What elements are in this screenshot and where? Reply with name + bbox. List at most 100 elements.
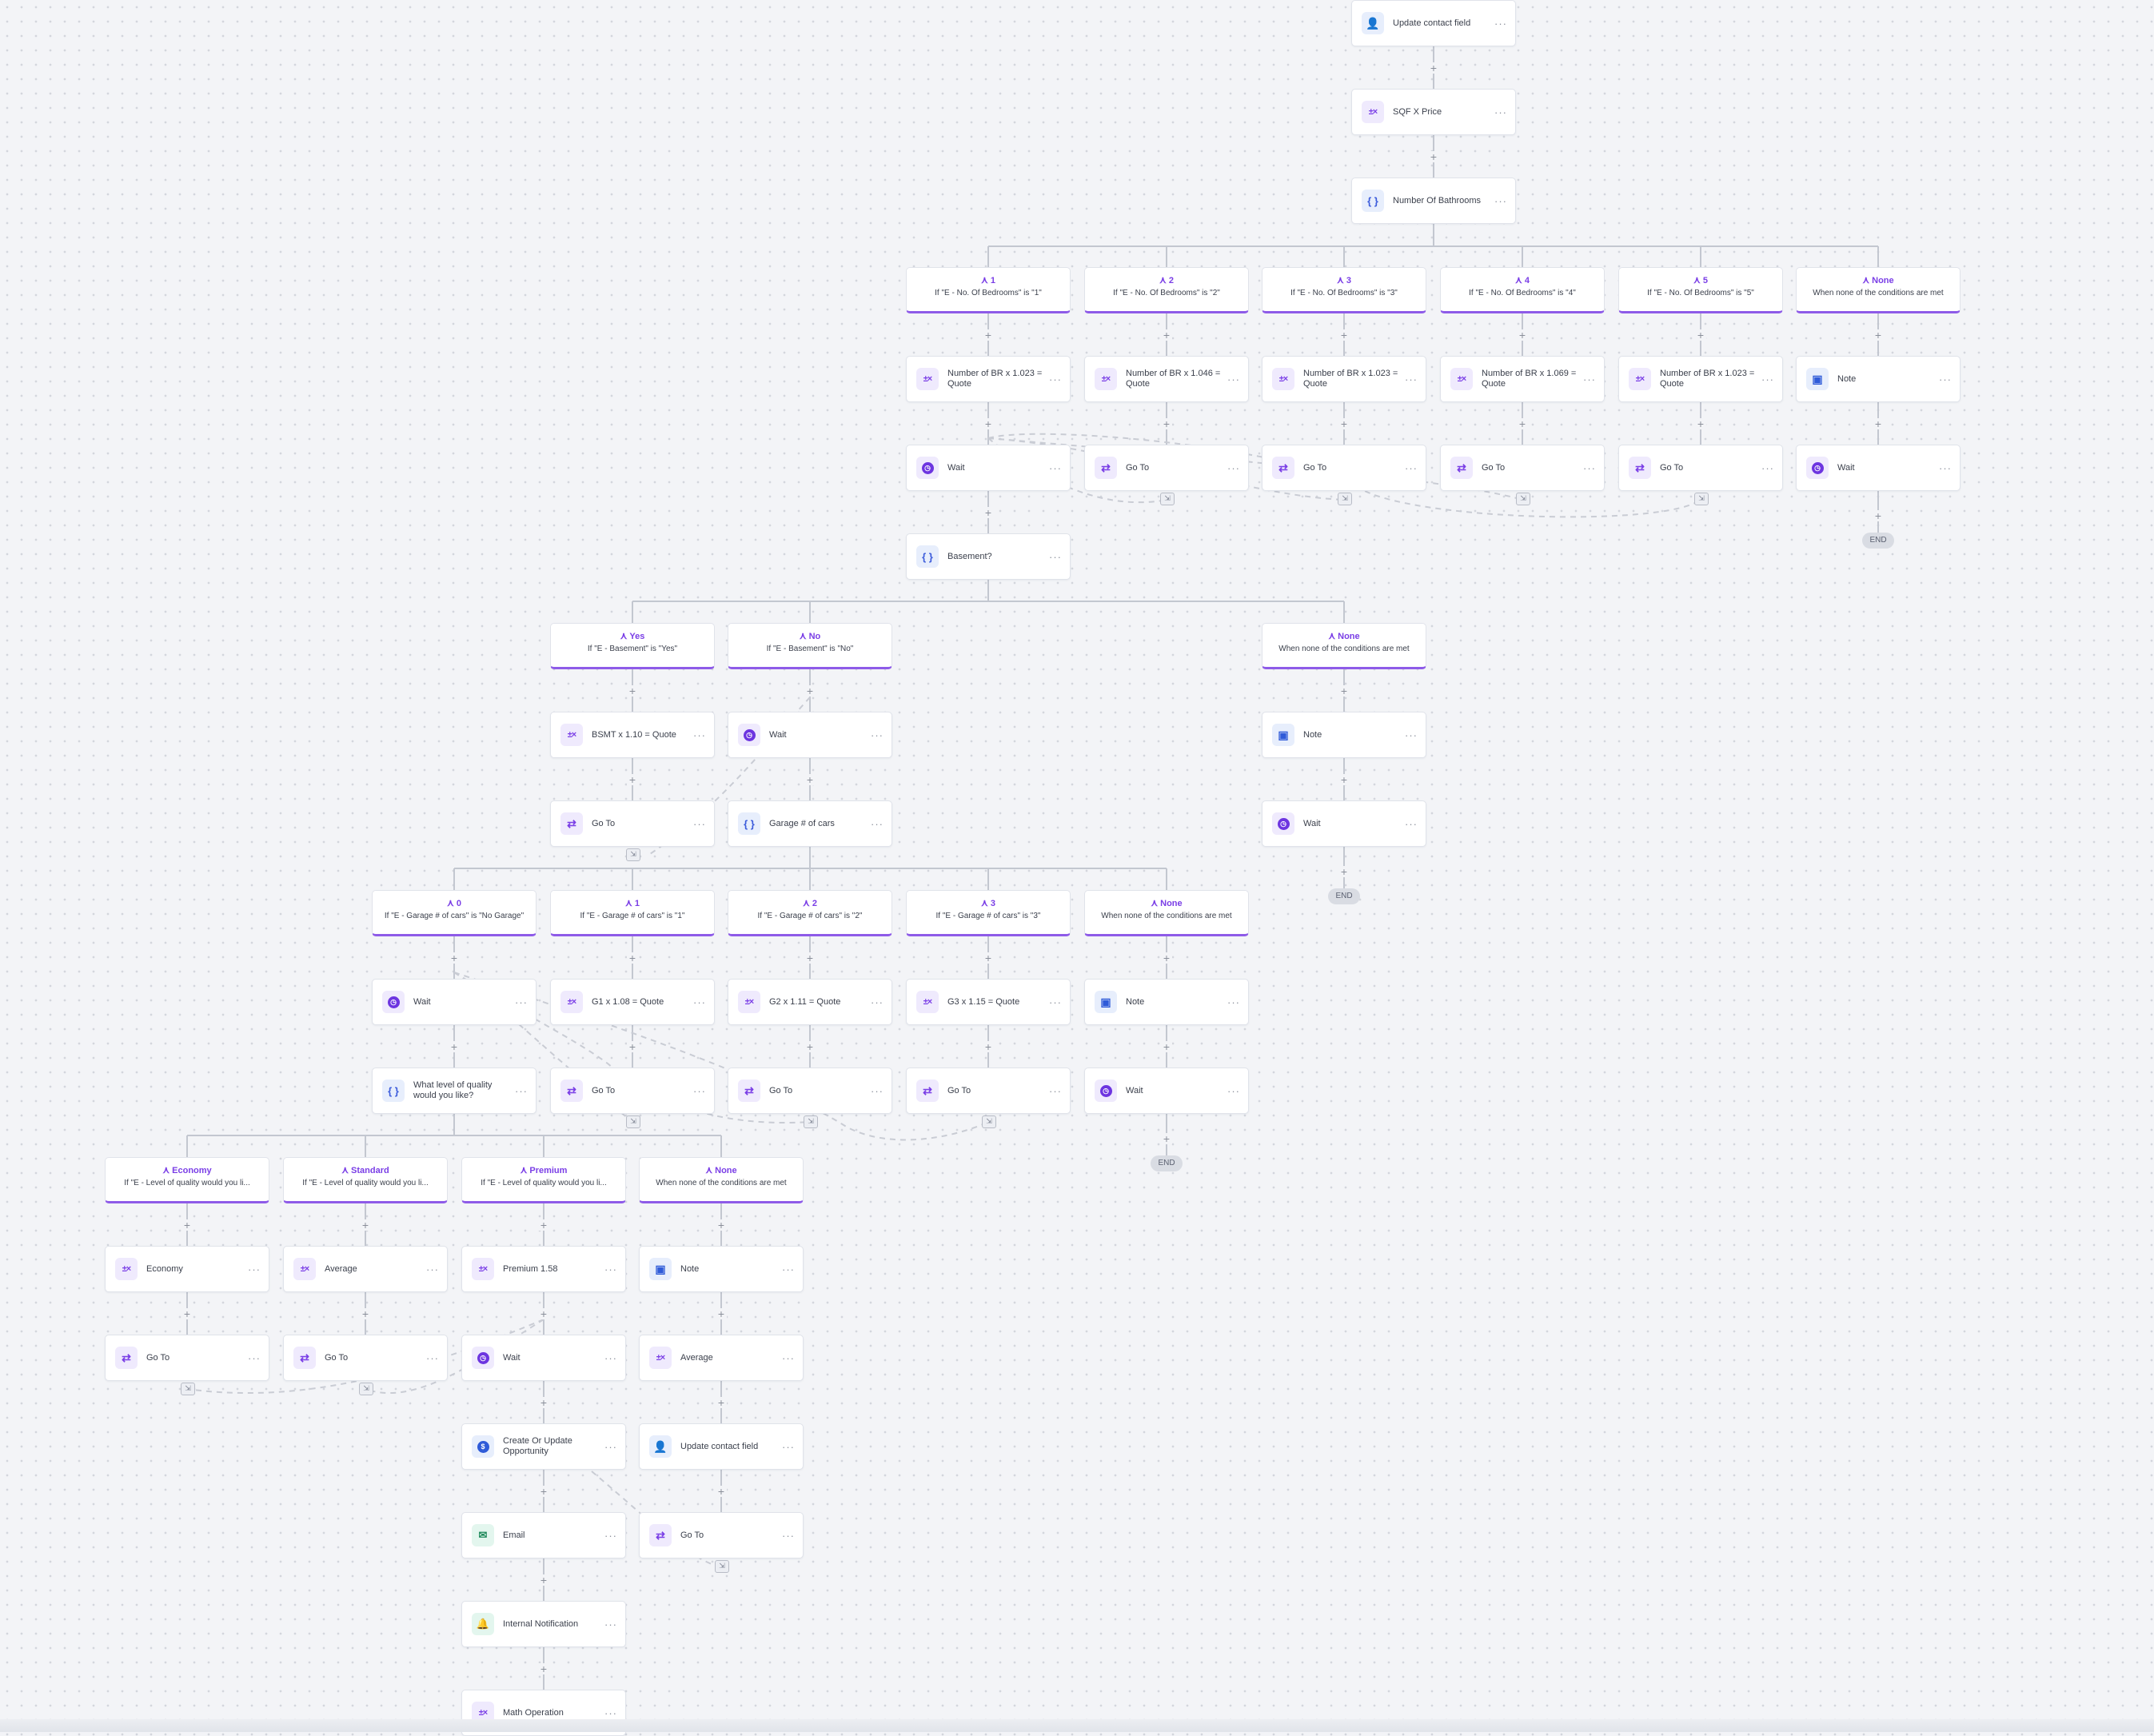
workflow-step-go-to[interactable]: ⇄Go To··· (1440, 445, 1605, 491)
workflow-step-note[interactable]: ▣Note··· (1796, 356, 1961, 402)
more-options-icon[interactable]: ··· (604, 1706, 617, 1719)
more-options-icon[interactable]: ··· (1583, 461, 1596, 474)
add-step-button[interactable]: + (627, 1040, 638, 1052)
add-step-button[interactable]: + (983, 506, 994, 518)
more-options-icon[interactable]: ··· (604, 1263, 617, 1275)
add-step-button[interactable]: + (804, 684, 816, 696)
more-options-icon[interactable]: ··· (1583, 373, 1596, 385)
workflow-step-garage-of-cars[interactable]: { }Garage # of cars··· (728, 800, 892, 847)
add-step-button[interactable]: + (1161, 329, 1172, 341)
workflow-step-bsmt-x-1-10-quote[interactable]: ±×BSMT x 1.10 = Quote··· (550, 712, 715, 758)
add-step-button[interactable]: + (983, 952, 994, 964)
workflow-step-number-of-br-x-1-069-quote[interactable]: ±×Number of BR x 1.069 = Quote··· (1440, 356, 1605, 402)
jump-link-icon[interactable]: ⇲ (1338, 493, 1352, 505)
add-step-button[interactable]: + (360, 1307, 371, 1319)
workflow-step-wait[interactable]: ◷Wait··· (372, 979, 537, 1025)
add-step-button[interactable]: + (1161, 952, 1172, 964)
add-step-button[interactable]: + (1338, 329, 1350, 341)
more-options-icon[interactable]: ··· (871, 1084, 884, 1097)
workflow-step-average[interactable]: ±×Average··· (639, 1335, 804, 1381)
workflow-step-premium-1-58[interactable]: ±×Premium 1.58··· (461, 1246, 626, 1292)
horizontal-scrollbar[interactable] (0, 1719, 2154, 1732)
workflow-step-go-to[interactable]: ⇄Go To··· (906, 1068, 1071, 1114)
workflow-step-wait[interactable]: ◷Wait··· (728, 712, 892, 758)
add-step-button[interactable]: + (627, 684, 638, 696)
jump-link-icon[interactable]: ⇲ (181, 1383, 195, 1395)
workflow-step-number-of-br-x-1-023-quote[interactable]: ±×Number of BR x 1.023 = Quote··· (1262, 356, 1426, 402)
add-step-button[interactable]: + (538, 1574, 549, 1586)
workflow-step-sqf-x-price[interactable]: ±×SQF X Price··· (1351, 89, 1516, 135)
more-options-icon[interactable]: ··· (515, 996, 528, 1008)
more-options-icon[interactable]: ··· (782, 1529, 795, 1542)
workflow-step-what-level-of-quality-would-you-like[interactable]: { }What level of quality would you like?… (372, 1068, 537, 1114)
more-options-icon[interactable]: ··· (604, 1618, 617, 1630)
workflow-step-number-of-br-x-1-023-quote[interactable]: ±×Number of BR x 1.023 = Quote··· (1618, 356, 1783, 402)
more-options-icon[interactable]: ··· (782, 1440, 795, 1453)
more-options-icon[interactable]: ··· (604, 1529, 617, 1542)
workflow-step-wait[interactable]: ◷Wait··· (1084, 1068, 1249, 1114)
add-step-button[interactable]: + (716, 1219, 727, 1231)
add-step-button[interactable]: + (1338, 417, 1350, 429)
add-step-button[interactable]: + (1517, 417, 1528, 429)
more-options-icon[interactable]: ··· (1405, 373, 1418, 385)
add-step-button[interactable]: + (538, 1396, 549, 1408)
add-step-button[interactable]: + (449, 952, 460, 964)
add-step-button[interactable]: + (1873, 417, 1884, 429)
workflow-step-number-of-bathrooms[interactable]: { }Number Of Bathrooms··· (1351, 178, 1516, 224)
more-options-icon[interactable]: ··· (1049, 996, 1062, 1008)
more-options-icon[interactable]: ··· (248, 1263, 261, 1275)
more-options-icon[interactable]: ··· (1227, 996, 1240, 1008)
jump-link-icon[interactable]: ⇲ (1694, 493, 1709, 505)
more-options-icon[interactable]: ··· (871, 817, 884, 830)
jump-link-icon[interactable]: ⇲ (626, 848, 640, 861)
jump-link-icon[interactable]: ⇲ (715, 1560, 729, 1573)
add-step-button[interactable]: + (538, 1219, 549, 1231)
workflow-step-go-to[interactable]: ⇄Go To··· (1618, 445, 1783, 491)
workflow-step-basement[interactable]: { }Basement?··· (906, 533, 1071, 580)
more-options-icon[interactable]: ··· (515, 1084, 528, 1097)
add-step-button[interactable]: + (716, 1396, 727, 1408)
more-options-icon[interactable]: ··· (693, 817, 706, 830)
workflow-step-update-contact-field[interactable]: 👤Update contact field··· (639, 1423, 804, 1470)
add-step-button[interactable]: + (1338, 866, 1350, 877)
more-options-icon[interactable]: ··· (1405, 728, 1418, 741)
add-step-button[interactable]: + (716, 1307, 727, 1319)
add-step-button[interactable]: + (1338, 684, 1350, 696)
add-step-button[interactable]: + (716, 1485, 727, 1497)
more-options-icon[interactable]: ··· (1761, 373, 1774, 385)
workflow-step-average[interactable]: ±×Average··· (283, 1246, 448, 1292)
workflow-step-g3-x-1-15-quote[interactable]: ±×G3 x 1.15 = Quote··· (906, 979, 1071, 1025)
workflow-step-create-or-update-opportunity[interactable]: $Create Or Update Opportunity··· (461, 1423, 626, 1470)
more-options-icon[interactable]: ··· (693, 1084, 706, 1097)
add-step-button[interactable]: + (983, 417, 994, 429)
more-options-icon[interactable]: ··· (604, 1351, 617, 1364)
add-step-button[interactable]: + (538, 1307, 549, 1319)
add-step-button[interactable]: + (627, 773, 638, 785)
workflow-step-go-to[interactable]: ⇄Go To··· (283, 1335, 448, 1381)
more-options-icon[interactable]: ··· (871, 728, 884, 741)
add-step-button[interactable]: + (804, 1040, 816, 1052)
workflow-step-number-of-br-x-1-046-quote[interactable]: ±×Number of BR x 1.046 = Quote··· (1084, 356, 1249, 402)
workflow-step-go-to[interactable]: ⇄Go To··· (639, 1512, 804, 1558)
add-step-button[interactable]: + (804, 952, 816, 964)
add-step-button[interactable]: + (1873, 510, 1884, 521)
jump-link-icon[interactable]: ⇲ (1160, 493, 1175, 505)
jump-link-icon[interactable]: ⇲ (359, 1383, 373, 1395)
more-options-icon[interactable]: ··· (1939, 373, 1952, 385)
more-options-icon[interactable]: ··· (248, 1351, 261, 1364)
workflow-step-go-to[interactable]: ⇄Go To··· (105, 1335, 269, 1381)
add-step-button[interactable]: + (1873, 329, 1884, 341)
add-step-button[interactable]: + (1161, 1040, 1172, 1052)
